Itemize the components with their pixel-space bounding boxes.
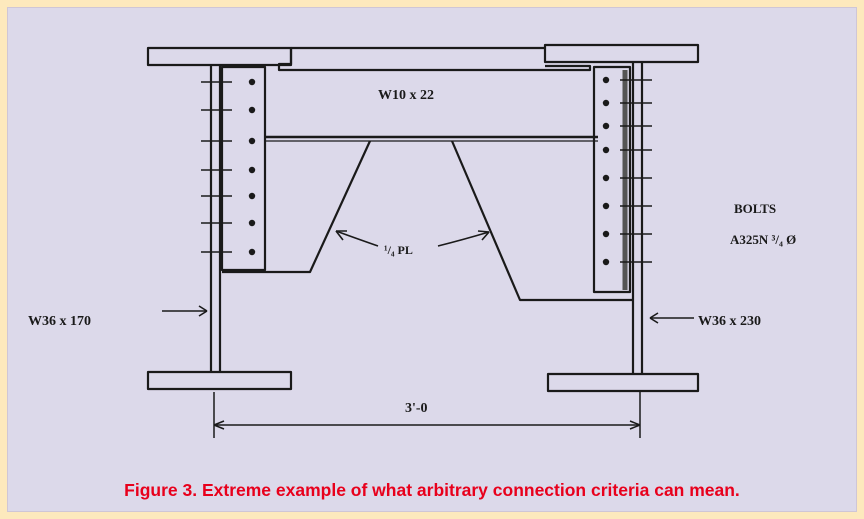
right-column-label: W36 x 230 bbox=[698, 314, 761, 329]
left-column-top-flange bbox=[146, 46, 293, 67]
bolt bbox=[602, 202, 610, 210]
quarter-inch-plate bbox=[222, 140, 633, 302]
plate-pointer-left bbox=[335, 230, 379, 247]
left-column-label: W36 x 170 bbox=[28, 314, 91, 329]
left-bolt-group bbox=[248, 78, 256, 256]
bolt bbox=[602, 230, 610, 238]
bolt bbox=[602, 76, 610, 84]
right-bolt-group bbox=[602, 76, 610, 266]
plate-label: ¹/₄ PL bbox=[384, 243, 413, 257]
bolt bbox=[602, 146, 610, 154]
right-bolt-ticks bbox=[620, 79, 652, 263]
plate-pointer-right bbox=[437, 231, 490, 247]
right-bolt-plate bbox=[592, 65, 632, 294]
left-bolt-plate bbox=[220, 65, 267, 272]
left-column-bottom-flange bbox=[146, 370, 293, 391]
bolt bbox=[248, 106, 256, 114]
bolts-spec: A325N ³/₄ Ø bbox=[730, 232, 796, 247]
right-column bbox=[543, 43, 700, 393]
bolt bbox=[602, 174, 610, 182]
bolt bbox=[602, 99, 610, 107]
bolt bbox=[602, 122, 610, 130]
beam-label: W10 x 22 bbox=[378, 88, 434, 103]
bolt bbox=[248, 78, 256, 86]
dimension-line bbox=[213, 392, 641, 438]
beam bbox=[265, 46, 598, 142]
dimension-label: 3'-0 bbox=[405, 401, 428, 416]
figure-panel bbox=[7, 7, 857, 512]
bolt bbox=[248, 166, 256, 174]
beam-flange-outline bbox=[277, 48, 592, 72]
bolt bbox=[602, 258, 610, 266]
plate-pointers bbox=[335, 230, 490, 247]
bolt bbox=[248, 137, 256, 145]
bolts-title: BOLTS bbox=[734, 201, 776, 216]
left-bolt-ticks bbox=[201, 81, 232, 253]
right-column-bottom-flange bbox=[546, 372, 700, 393]
right-column-top-flange bbox=[543, 43, 700, 64]
bolt bbox=[248, 219, 256, 227]
bolt bbox=[248, 248, 256, 256]
left-column bbox=[146, 46, 293, 391]
column-arrows bbox=[162, 305, 694, 324]
figure-caption: Figure 3. Extreme example of what arbitr… bbox=[124, 480, 740, 500]
bolt bbox=[248, 192, 256, 200]
